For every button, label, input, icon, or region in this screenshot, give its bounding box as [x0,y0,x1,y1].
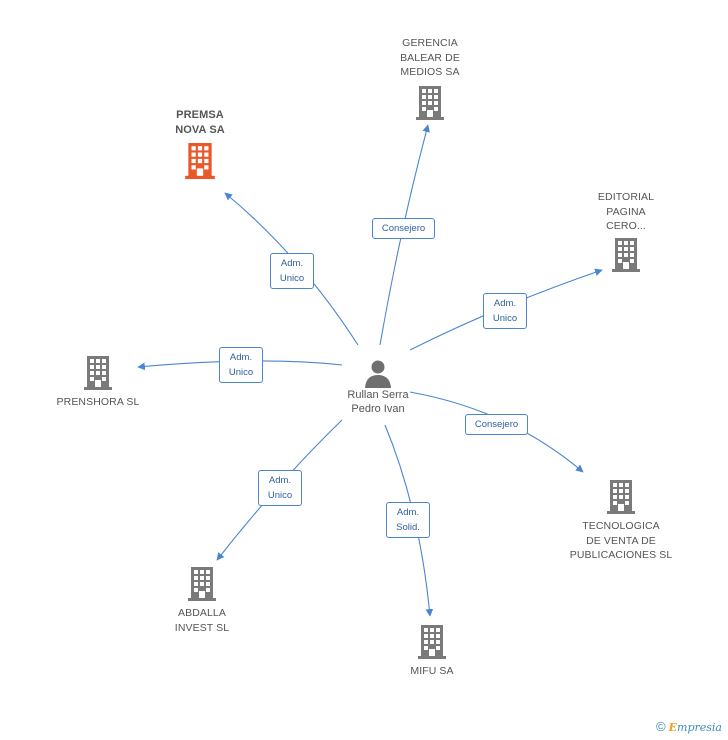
building-icon [188,567,216,601]
edge-label-gerencia[interactable]: Consejero [372,218,435,239]
node-gerencia[interactable]: GERENCIA BALEAR DE MEDIOS SA [380,36,480,120]
edge-label-tecnologica[interactable]: Consejero [465,414,528,435]
node-tecnologica[interactable]: TECNOLOGICA DE VENTA DE PUBLICACIONES SL [566,480,676,563]
person-icon [365,360,391,388]
footer-brand: © Empresia [656,719,722,734]
center-person[interactable]: Rullan Serra Pedro Ivan [318,358,438,416]
node-label-mifu: MIFU SA [410,665,454,677]
building-icon [607,480,635,514]
node-label-prenshora: PRENSHORA SL [56,396,140,408]
edge-label-abdalla[interactable]: Adm. Unico [258,470,302,506]
copyright-icon: © [655,719,666,734]
edge-label-mifu[interactable]: Adm. Solid. [386,502,430,538]
brand-logo: Empresia [668,721,722,734]
node-premsa[interactable]: PREMSA NOVA SA [150,108,250,179]
building-icon [84,356,112,390]
node-label-premsa: PREMSA NOVA SA [175,109,225,136]
node-label-gerencia: GERENCIA BALEAR DE MEDIOS SA [400,37,460,78]
edge-label-editorial[interactable]: Adm. Unico [483,293,527,329]
building-icon [185,143,215,179]
building-icon [612,237,640,272]
center-person-name: Rullan Serra Pedro Ivan [347,389,409,415]
node-editorial[interactable]: EDITORIAL PAGINA CERO... [576,190,676,272]
building-icon [418,625,446,659]
building-icon [416,85,444,120]
edge-label-premsa[interactable]: Adm. Unico [270,253,314,289]
node-mifu[interactable]: MIFU SA [382,625,482,679]
node-abdalla[interactable]: ABDALLA INVEST SL [152,567,252,635]
node-label-tecnologica: TECNOLOGICA DE VENTA DE PUBLICACIONES SL [569,520,673,561]
node-prenshora[interactable]: PRENSHORA SL [48,356,148,410]
node-label-abdalla: ABDALLA INVEST SL [174,607,230,634]
edge-label-prenshora[interactable]: Adm. Unico [219,347,263,383]
node-label-editorial: EDITORIAL PAGINA CERO... [597,191,655,232]
